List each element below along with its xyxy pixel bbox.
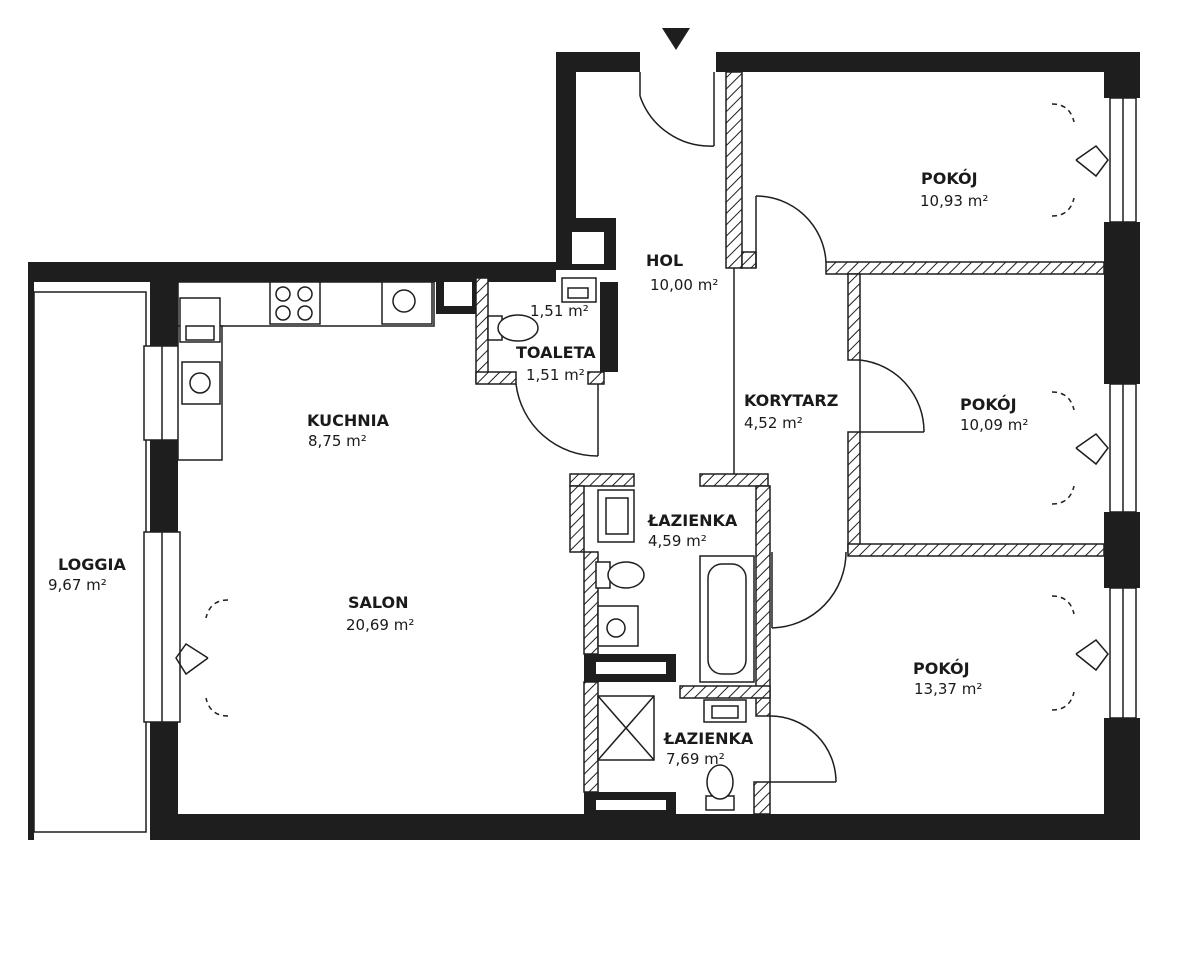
window-kitchen	[143, 345, 181, 441]
room-label-salon: SALON 20,69 m²	[346, 593, 414, 634]
svg-text:KUCHNIA: KUCHNIA	[307, 411, 390, 430]
shower-icon	[597, 695, 655, 761]
room-label-kuchnia: KUCHNIA 8,75 m²	[307, 411, 390, 450]
door-room-3	[771, 551, 847, 629]
svg-text:20,69 m²: 20,69 m²	[346, 616, 414, 634]
fixtures	[177, 277, 755, 811]
svg-text:7,69 m²: 7,69 m²	[666, 750, 725, 768]
room-label-loggia: LOGGIA 9,67 m²	[48, 555, 126, 594]
room-label-korytarz: KORYTARZ 4,52 m²	[744, 391, 838, 432]
kitchen-sink-icon	[179, 297, 221, 343]
outer-walls	[28, 52, 1140, 840]
svg-text:HOL: HOL	[646, 251, 683, 270]
svg-text:13,37 m²: 13,37 m²	[914, 680, 982, 698]
door-bathroom-2	[769, 715, 837, 783]
svg-text:1,51 m²: 1,51 m²	[526, 366, 585, 384]
svg-text:TOALETA: TOALETA	[516, 343, 596, 362]
doors	[515, 72, 925, 783]
room-labels: HOL 10,00 m² POKÓJ 10,93 m² TOALETA 1,51…	[48, 169, 1028, 768]
window-room-1	[1051, 97, 1137, 223]
washing-machine-icon	[181, 361, 221, 405]
svg-text:ŁAZIENKA: ŁAZIENKA	[647, 511, 738, 530]
door-toilet	[515, 383, 599, 457]
svg-text:8,75 m²: 8,75 m²	[308, 432, 367, 450]
room-label-pokoj-3: POKÓJ 13,37 m²	[913, 659, 982, 698]
bathroom2-sink-icon	[703, 699, 747, 723]
room-label-pokoj-1: POKÓJ 10,93 m²	[920, 169, 988, 210]
room-label-toaleta-secondary: 1,51 m²	[530, 302, 589, 320]
toilet-sink-icon	[561, 277, 597, 303]
bathroom1-toilet-icon	[595, 561, 645, 589]
window-room-2	[1051, 383, 1137, 513]
window-salon	[143, 531, 229, 723]
windows	[143, 97, 1137, 723]
entrance-door	[639, 72, 715, 147]
svg-text:POKÓJ: POKÓJ	[921, 169, 978, 188]
svg-text:ŁAZIENKA: ŁAZIENKA	[663, 729, 754, 748]
door-room-2	[859, 359, 925, 433]
stove-icon	[269, 281, 321, 325]
room-label-pokoj-2: POKÓJ 10,09 m²	[960, 395, 1028, 434]
svg-text:POKÓJ: POKÓJ	[913, 659, 970, 678]
toilet-icon	[487, 314, 539, 342]
svg-text:10,00 m²: 10,00 m²	[650, 276, 718, 294]
svg-text:LOGGIA: LOGGIA	[58, 555, 126, 574]
window-room-3	[1051, 587, 1137, 719]
door-room-1	[755, 195, 827, 268]
bathroom1-washbasin-icon	[597, 605, 639, 647]
bathtub-icon	[699, 555, 755, 683]
room-label-hol: HOL 10,00 m²	[646, 251, 718, 294]
svg-text:1,51 m²: 1,51 m²	[530, 302, 589, 320]
bathroom2-toilet-icon	[705, 764, 735, 811]
svg-text:POKÓJ: POKÓJ	[960, 395, 1017, 414]
svg-text:9,67 m²: 9,67 m²	[48, 576, 107, 594]
svg-text:10,09 m²: 10,09 m²	[960, 416, 1028, 434]
room-label-toaleta: TOALETA 1,51 m²	[516, 343, 596, 384]
room-label-lazienka-2: ŁAZIENKA 7,69 m²	[663, 729, 754, 768]
svg-text:4,59 m²: 4,59 m²	[648, 532, 707, 550]
svg-text:KORYTARZ: KORYTARZ	[744, 391, 838, 410]
svg-text:SALON: SALON	[348, 593, 409, 612]
svg-text:10,93 m²: 10,93 m²	[920, 192, 988, 210]
bathroom1-sink-icon	[597, 489, 635, 543]
room-label-lazienka-1: ŁAZIENKA 4,59 m²	[647, 511, 738, 550]
partition-walls	[475, 71, 1105, 816]
svg-text:4,52 m²: 4,52 m²	[744, 414, 803, 432]
dishwasher-icon	[381, 281, 433, 325]
entrance-arrow-icon	[662, 28, 690, 50]
